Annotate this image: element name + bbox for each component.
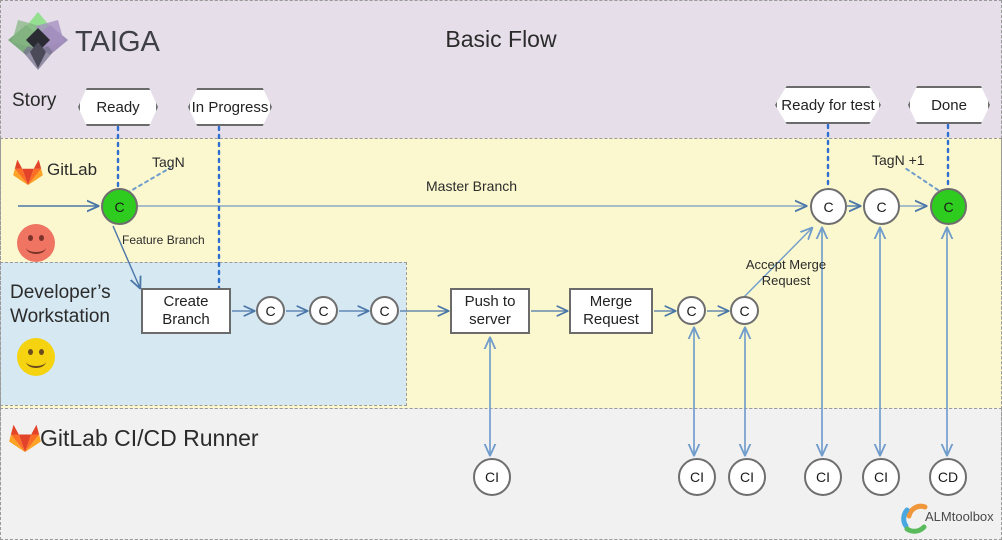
accept-merge-line1: Accept Merge — [745, 257, 827, 272]
commit-node-label: C — [265, 302, 276, 319]
runner-job-ci[interactable]: CI — [862, 458, 900, 496]
story-state-in-progress[interactable]: In Progress — [188, 88, 272, 126]
commit-node-label: C — [686, 302, 697, 319]
commit-node-feature[interactable]: C — [677, 296, 706, 325]
runner-job-label: CI — [485, 469, 499, 485]
almtoolbox-logo-icon — [901, 503, 928, 534]
runner-job-cd[interactable]: CD — [929, 458, 967, 496]
commit-node-feature[interactable]: C — [370, 296, 399, 325]
runner-job-ci[interactable]: CI — [678, 458, 716, 496]
commit-node-label: C — [114, 198, 125, 215]
lane-label-runner: GitLab CI/CD Runner — [40, 425, 259, 451]
commit-node-label: C — [876, 198, 887, 215]
commit-node-label: C — [943, 198, 954, 215]
smiley-face-red-icon — [17, 224, 55, 262]
lane-label-developer-line1: Developer’s — [10, 282, 111, 303]
commit-node-label: C — [318, 302, 329, 319]
story-state-ready-for-test[interactable]: Ready for test — [775, 86, 881, 124]
story-state-label: In Progress — [191, 98, 269, 116]
almtoolbox-wordmark: ALMtoolbox — [925, 509, 994, 524]
commit-node-label: C — [739, 302, 750, 319]
accept-merge-request-label: Accept Merge Request — [738, 257, 834, 288]
lane-label-gitlab: GitLab — [47, 160, 98, 179]
story-state-label: Ready — [96, 98, 140, 116]
runner-job-ci[interactable]: CI — [804, 458, 842, 496]
commit-node-feature[interactable]: C — [309, 296, 338, 325]
commit-node-master[interactable]: C — [930, 188, 967, 225]
taiga-star-logo — [8, 12, 68, 70]
commit-node-master[interactable]: C — [863, 188, 900, 225]
smiley-face-yellow-icon — [17, 338, 55, 376]
taiga-wordmark: TAIGA — [75, 26, 160, 58]
runner-job-label: CD — [937, 469, 959, 485]
runner-job-ci[interactable]: CI — [473, 458, 511, 496]
accept-merge-line2: Request — [761, 272, 811, 288]
story-state-label: Done — [931, 96, 967, 114]
runner-job-label: CI — [690, 469, 704, 485]
feature-branch-label: Feature Branch — [122, 233, 205, 247]
runner-job-label: CI — [816, 469, 830, 485]
commit-node-label: C — [823, 198, 834, 215]
story-state-label: Ready for test — [781, 96, 875, 114]
lane-label-developer-line2: Workstation — [10, 305, 110, 327]
runner-job-ci[interactable]: CI — [728, 458, 766, 496]
story-state-done[interactable]: Done — [908, 86, 990, 124]
tag-n-label: TagN — [152, 154, 185, 170]
tag-n-plus-1-label: TagN +1 — [872, 152, 925, 168]
gitlab-tanuki-icon — [9, 424, 41, 453]
master-branch-label: Master Branch — [426, 178, 518, 194]
lane-label-story: Story — [12, 90, 57, 111]
commit-node-feature[interactable]: C — [256, 296, 285, 325]
lane-label-developer: Developer’s Workstation — [10, 281, 111, 329]
runner-job-label: CI — [874, 469, 888, 485]
commit-node-label: C — [379, 302, 390, 319]
story-state-ready[interactable]: Ready — [78, 88, 158, 126]
diagram-title: Basic Flow — [445, 26, 557, 52]
commit-node-master[interactable]: C — [810, 188, 847, 225]
runner-job-label: CI — [740, 469, 754, 485]
commit-node-master[interactable]: C — [101, 188, 138, 225]
commit-node-feature[interactable]: C — [730, 296, 759, 325]
gitlab-tanuki-icon — [13, 159, 43, 186]
